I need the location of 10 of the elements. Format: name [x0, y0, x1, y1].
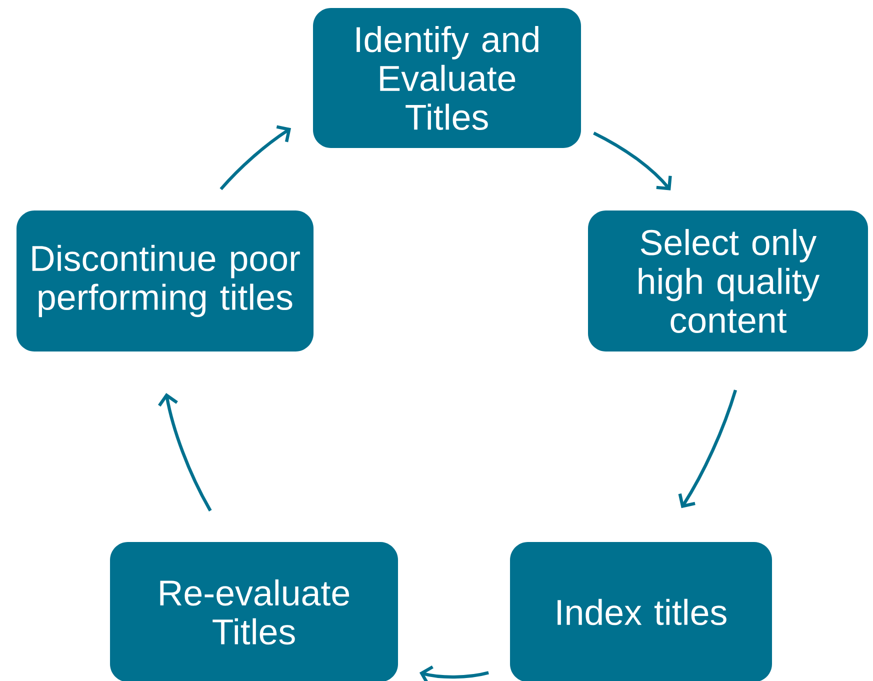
- process-box: Index titles: [510, 542, 772, 681]
- process-box: Re-evaluate Titles: [110, 542, 398, 681]
- arrow: [678, 390, 738, 508]
- arrow: [158, 393, 212, 512]
- process-box: Select only high quality content: [588, 210, 868, 352]
- arrow: [220, 125, 292, 190]
- arrow: [419, 666, 489, 681]
- process-box: Identify and Evaluate Titles: [313, 8, 581, 148]
- process-box: Discontinue poor performing titles: [16, 210, 314, 352]
- arrow: [593, 132, 672, 190]
